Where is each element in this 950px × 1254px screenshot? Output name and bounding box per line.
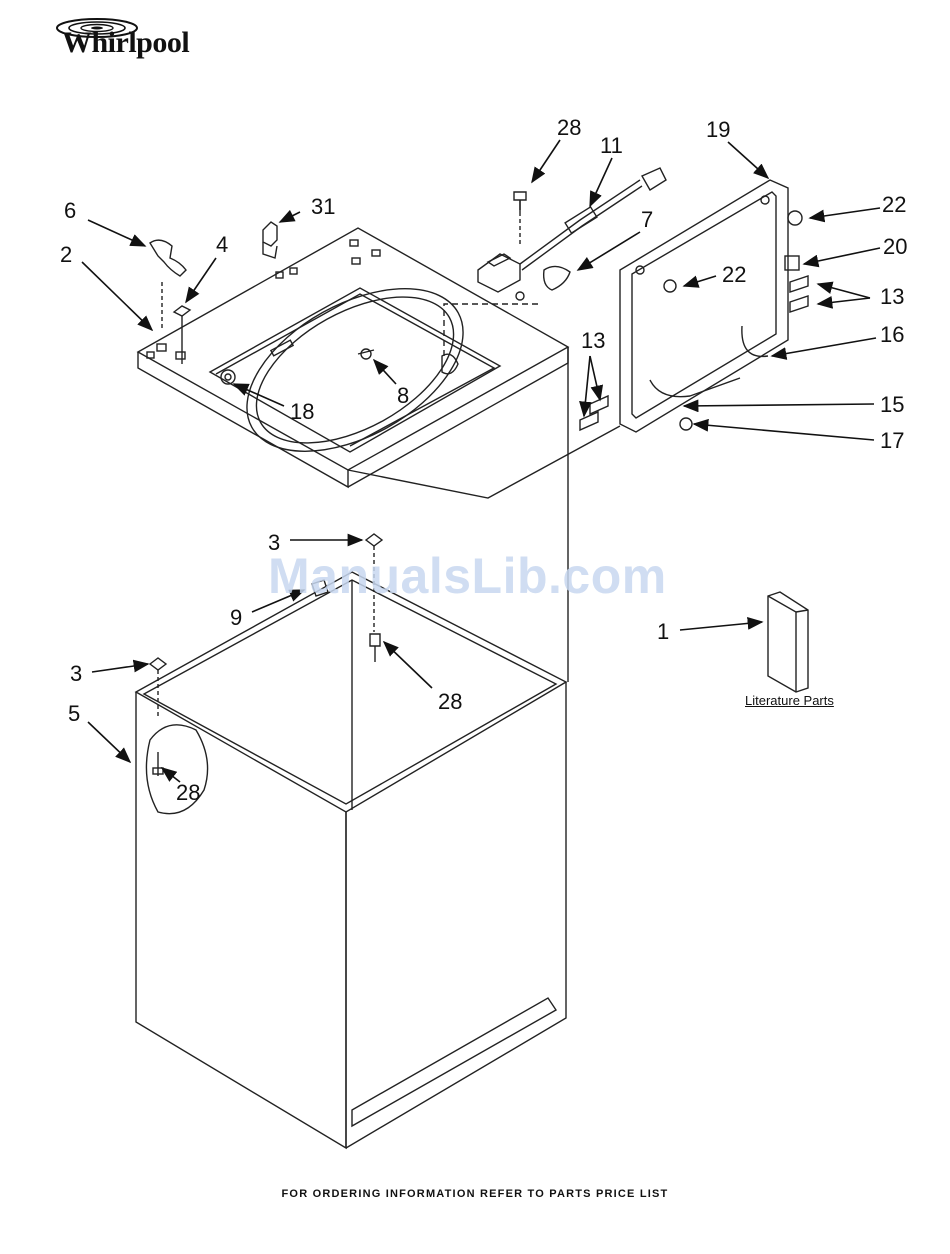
- callout-11: 11: [600, 135, 623, 157]
- callout-17: 17: [880, 430, 904, 452]
- ordering-footer: FOR ORDERING INFORMATION REFER TO PARTS …: [0, 1188, 950, 1200]
- callout-13-left: 13: [581, 330, 605, 352]
- callout-20: 20: [883, 236, 907, 258]
- top-panel: [138, 228, 568, 487]
- literature-parts-label: Literature Parts: [745, 693, 834, 708]
- callout-8: 8: [397, 385, 409, 407]
- callout-3-left: 3: [70, 663, 82, 685]
- callout-2: 2: [60, 244, 72, 266]
- callout-15: 15: [880, 394, 904, 416]
- callout-28-hidden-screw: 28: [176, 782, 200, 804]
- callout-22-bumper: 22: [882, 194, 906, 216]
- callout-9: 9: [230, 607, 242, 629]
- callout-13-right: 13: [880, 286, 904, 308]
- callout-19: 19: [706, 119, 730, 141]
- callout-6: 6: [64, 200, 76, 222]
- cabinet: [136, 572, 566, 1148]
- watermark: ManualsLib.com: [268, 547, 667, 605]
- callout-18: 18: [290, 401, 314, 423]
- callout-22-lid: 22: [722, 264, 746, 286]
- callout-28-switch-screw: 28: [557, 117, 581, 139]
- callout-5: 5: [68, 703, 80, 725]
- callout-16: 16: [880, 324, 904, 346]
- callout-31: 31: [311, 196, 335, 218]
- callout-7: 7: [641, 209, 653, 231]
- callout-4: 4: [216, 234, 228, 256]
- callout-28-cabinet-screw: 28: [438, 691, 462, 713]
- callout-1: 1: [657, 621, 669, 643]
